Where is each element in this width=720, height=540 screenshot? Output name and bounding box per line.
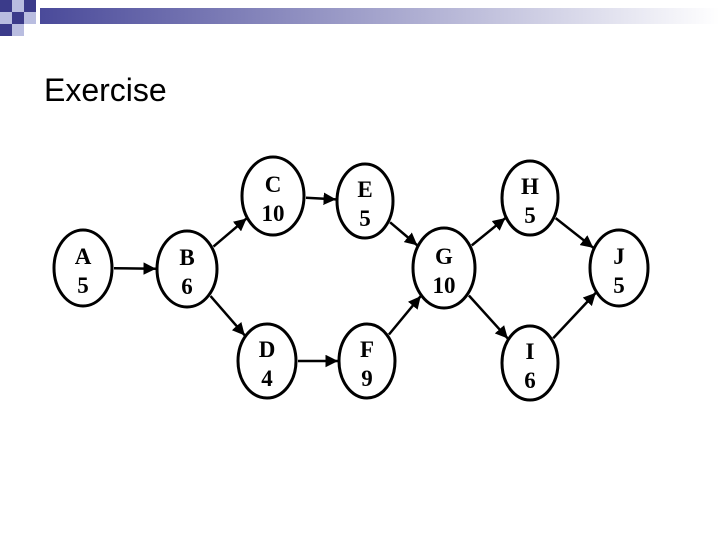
edge-arrow-g-i <box>467 294 509 340</box>
node-label: H <box>521 174 539 199</box>
node-duration: 10 <box>262 201 285 226</box>
node-duration: 9 <box>361 366 373 391</box>
node-g: G 10 <box>411 226 477 310</box>
slide-title: Exercise <box>44 72 167 108</box>
edge-arrow-h-j <box>554 217 595 249</box>
node-duration: 5 <box>613 273 625 298</box>
slide-header-decoration <box>0 0 720 36</box>
node-ellipse <box>155 229 219 309</box>
corner-square-light <box>12 24 24 36</box>
edge-arrow-f-g <box>387 295 422 336</box>
edge-arrow-e-g <box>389 221 419 247</box>
node-ellipse <box>335 162 395 240</box>
node-label: E <box>357 177 372 202</box>
corner-square-light <box>24 12 36 24</box>
node-d: D4 <box>236 322 298 400</box>
node-ellipse <box>500 159 560 237</box>
node-i: I6 <box>500 324 560 402</box>
node-a: A5 <box>52 228 114 308</box>
corner-square-dark <box>0 24 12 36</box>
node-ellipse <box>337 322 397 400</box>
node-label: G <box>435 244 453 269</box>
node-h: H5 <box>500 159 560 237</box>
node-label: J <box>613 244 625 269</box>
node-ellipse <box>588 228 650 308</box>
node-label: A <box>75 244 92 269</box>
node-ellipse <box>500 324 560 402</box>
node-label: F <box>360 337 374 362</box>
node-duration: 6 <box>181 274 193 299</box>
node-duration: 4 <box>261 366 273 391</box>
node-label: I <box>526 339 535 364</box>
edge-arrow-i-j <box>552 291 597 340</box>
node-label: C <box>265 172 282 197</box>
node-ellipse <box>52 228 114 308</box>
node-duration: 5 <box>359 206 371 231</box>
corner-square-dark <box>12 12 24 24</box>
node-duration: 5 <box>77 273 89 298</box>
node-ellipse <box>411 226 477 310</box>
edge-arrow-b-d <box>209 295 246 337</box>
node-ellipse <box>240 155 306 237</box>
node-j: J5 <box>588 228 650 308</box>
node-e: E5 <box>335 162 395 240</box>
node-duration: 6 <box>524 368 536 393</box>
edge-arrow-g-h <box>470 217 507 247</box>
edge-arrow-c-e <box>305 192 337 205</box>
node-duration: 10 <box>433 273 456 298</box>
node-b: B6 <box>155 229 219 309</box>
corner-square-light <box>0 12 12 24</box>
corner-square-dark <box>0 0 12 12</box>
node-label: D <box>259 337 276 362</box>
node-label: B <box>179 245 194 270</box>
node-ellipse <box>236 322 298 400</box>
corner-square-light <box>12 0 24 12</box>
node-duration: 5 <box>524 203 536 228</box>
corner-square-dark <box>24 0 36 12</box>
header-gradient-bar <box>40 8 720 24</box>
node-c: C 10 <box>240 155 306 237</box>
node-f: F9 <box>337 322 397 400</box>
edge-arrow-b-c <box>212 217 248 248</box>
